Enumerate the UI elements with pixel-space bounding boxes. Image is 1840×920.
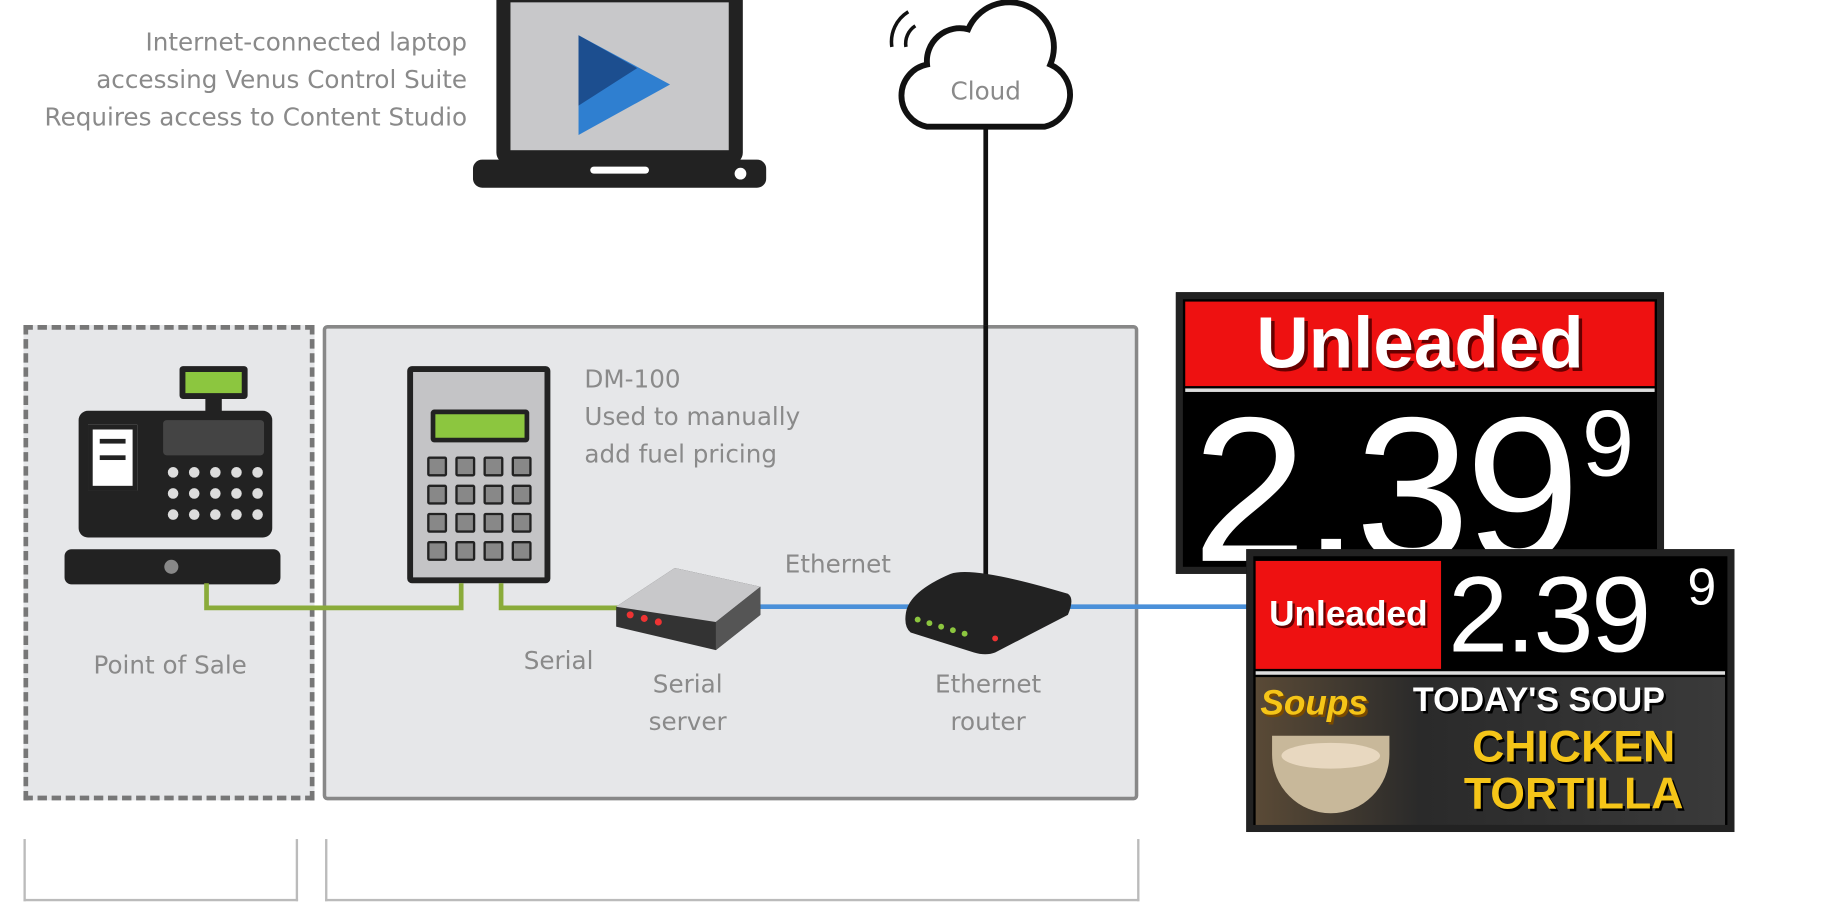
dm100-keypad-icon [407, 366, 551, 584]
laptop-caption: Internet-connected laptop accessing Venu… [45, 23, 467, 136]
cloud-connection-line [983, 325, 989, 578]
serial-label: Serial [523, 646, 594, 675]
serial-server-label: Serial server [649, 665, 727, 740]
soup-heading: TODAY'S SOUP [1412, 681, 1665, 720]
cloud-label: Cloud [950, 77, 1021, 106]
caption-line: Requires access to Content Studio [44, 103, 468, 132]
large-price-sign: Unleaded 2.39 9 [1175, 292, 1665, 574]
soup-logo: Soups [1260, 684, 1368, 723]
caption-line: accessing Venus Control Suite [96, 65, 468, 94]
dm100-title: DM-100 [584, 364, 681, 394]
soup-name-line: CHICKEN [1472, 722, 1676, 773]
soup-bowl-icon [1272, 735, 1390, 814]
small-sign-price: 2.39 [1448, 555, 1651, 675]
dm100-desc-line: Used to manually [584, 402, 801, 431]
laptop-icon [472, 0, 767, 190]
small-sign-fraction: 9 [1687, 558, 1717, 617]
small-price-sign: Unleaded 2.39 9 Soups TODAY'S SOUP CHICK… [1246, 549, 1735, 833]
large-sign-price: 2.39 [1192, 375, 1580, 574]
soup-name-line: TORTILLA [1463, 769, 1684, 820]
pos-label: Point of Sale [93, 651, 247, 680]
caption-line: Internet-connected laptop [145, 28, 468, 57]
dm100-desc-line: add fuel pricing [584, 440, 778, 469]
small-sign-fuel: Unleaded [1255, 560, 1442, 669]
onsite-bracket [325, 839, 1140, 902]
ethernet-router-icon [904, 568, 1075, 656]
ethernet-label: Ethernet [784, 550, 891, 579]
cloud-icon [880, 0, 1079, 135]
cash-register-icon [64, 366, 282, 585]
serial-server-icon [616, 566, 763, 654]
soup-panel: Soups TODAY'S SOUP CHICKEN TORTILLA [1255, 677, 1726, 825]
large-sign-fuel: Unleaded [1185, 301, 1655, 387]
serial-line-dm100 [498, 583, 622, 611]
label-line: Serial [652, 670, 723, 699]
router-label: Ethernet router [935, 665, 1041, 740]
dm100-description: DM-100 Used to manually add fuel pricing [584, 360, 800, 473]
label-line: Ethernet [935, 670, 1042, 699]
pos-bracket [23, 839, 299, 902]
serial-line-pos [204, 583, 464, 611]
label-line: router [950, 707, 1026, 736]
large-sign-fraction: 9 [1581, 390, 1635, 496]
label-line: server [648, 707, 727, 736]
soup-name: CHICKEN TORTILLA [1427, 724, 1720, 818]
